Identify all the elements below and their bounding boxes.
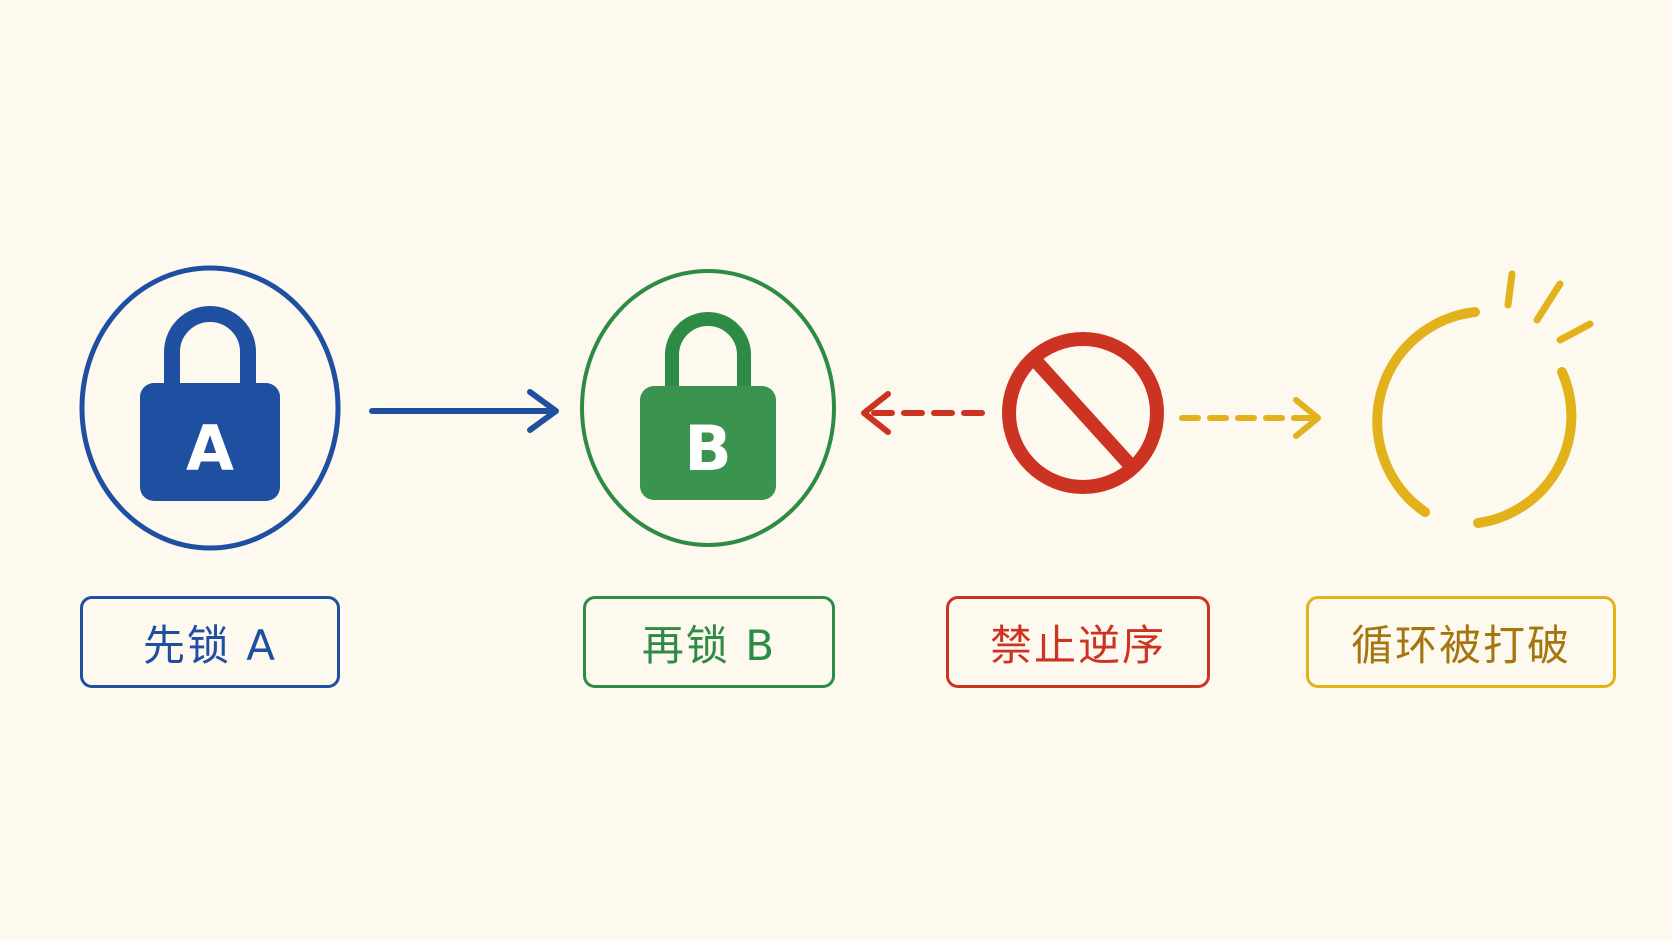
burst-line (1533, 280, 1564, 324)
lock-b-circle (580, 269, 836, 547)
burst-line (1504, 270, 1516, 309)
lock-b-body (640, 386, 776, 500)
label-cycle-broken: 循环被打破 (1306, 596, 1616, 688)
lock-icon: B (640, 312, 776, 500)
lock-a-node: A (79, 265, 341, 551)
arrow-forbidden-back (861, 391, 985, 435)
label-lock-b-second: 再锁 B (583, 596, 835, 688)
arrow-to-cycle (1179, 397, 1321, 439)
lock-b-node: B (580, 269, 836, 547)
lock-icon: A (140, 306, 280, 501)
lock-a-shackle (164, 306, 256, 385)
lock-b-shackle (665, 312, 751, 388)
lock-a-circle (79, 265, 341, 551)
lock-a-letter: A (186, 412, 234, 485)
label-lock-a-first: 先锁 A (80, 596, 340, 688)
arrow-a-to-b (369, 389, 559, 433)
prohibited-icon (1002, 332, 1164, 494)
lock-a-body (140, 383, 280, 501)
burst-line (1556, 320, 1594, 344)
broken-circle-icon (1372, 270, 1594, 528)
lock-b-letter: B (684, 412, 731, 485)
label-no-reverse-order: 禁止逆序 (946, 596, 1210, 688)
